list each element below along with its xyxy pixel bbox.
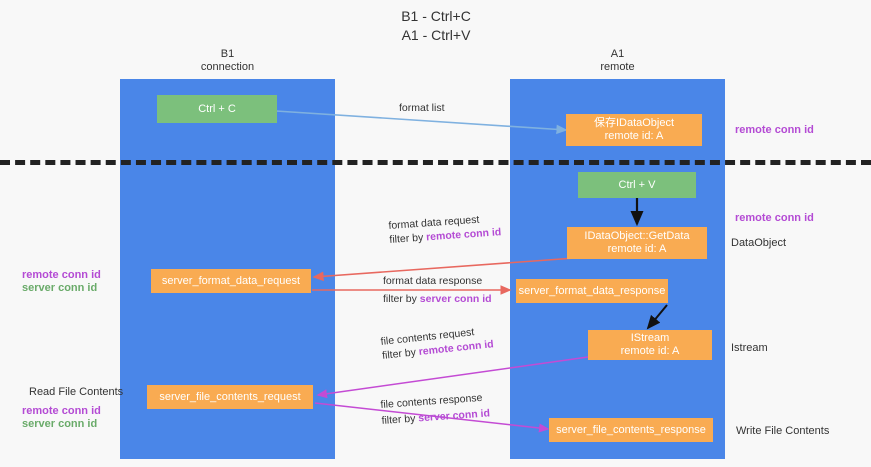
node-server-file-contents-response[interactable]: server_file_contents_response: [549, 418, 713, 442]
node-idataobject[interactable]: 保存IDataObject remote id: A: [566, 114, 702, 146]
side-label-dataobject: DataObject: [731, 237, 787, 249]
edge-label-format-data-response: format data response filter by server co…: [383, 274, 492, 306]
node-ctrl-v[interactable]: Ctrl + V: [578, 172, 696, 198]
node-istream-line2: remote id: A: [620, 345, 680, 357]
edge-label-format-data-response-line2: filter by server conn id: [383, 293, 492, 305]
node-idataobject-getdata[interactable]: IDataObject::GetData remote id: A: [567, 227, 707, 259]
phase-divider: [0, 160, 871, 165]
edge-label-format-data-request: format data request filter by remote con…: [388, 211, 502, 247]
side-label-remote-conn-id-top: remote conn id: [735, 124, 814, 136]
edge-label-file-contents-response: file contents response filter by server …: [380, 390, 490, 427]
side-label-remote-conn-id-mid: remote conn id: [735, 212, 814, 224]
node-server-format-data-response-label: server_format_data_response: [518, 284, 666, 297]
node-server-format-data-request[interactable]: server_format_data_request: [151, 269, 311, 293]
diagram-title: B1 - Ctrl+C A1 - Ctrl+V: [401, 8, 471, 43]
node-server-file-contents-request[interactable]: server_file_contents_request: [147, 385, 313, 409]
node-istream[interactable]: IStream remote id: A: [588, 330, 712, 360]
side-label-left-bottom-remote-conn-id: remote conn id: [22, 405, 101, 417]
node-idataobject-line1: 保存IDataObject: [593, 117, 675, 129]
side-label-left-remote-conn-id: remote conn id: [22, 269, 101, 281]
edge-label-file-contents-request: file contents request filter by remote c…: [380, 323, 494, 363]
side-label-istream: Istream: [731, 342, 768, 354]
side-label-read-file-contents: Read File Contents: [29, 386, 124, 398]
swimlane-title-a1: A1 remote: [600, 48, 635, 73]
node-ctrl-c-label: Ctrl + C: [198, 102, 236, 115]
node-getdata-line1: IDataObject::GetData: [584, 230, 690, 242]
edge-label-format-data-response-line1: format data response: [383, 275, 483, 287]
node-istream-line1: IStream: [630, 332, 670, 344]
side-label-write-file-contents: Write File Contents: [736, 425, 830, 437]
edge-label-format-list: format list: [399, 102, 445, 114]
node-server-format-data-request-label: server_format_data_request: [161, 274, 301, 287]
side-label-left-bottom-server-conn-id: server conn id: [22, 418, 98, 430]
side-label-left-server-conn-id: server conn id: [22, 282, 98, 294]
node-getdata-line2: remote id: A: [607, 243, 667, 255]
node-ctrl-v-label: Ctrl + V: [618, 178, 656, 191]
node-ctrl-c[interactable]: Ctrl + C: [157, 95, 277, 123]
node-server-file-contents-request-label: server_file_contents_request: [159, 390, 301, 403]
node-server-format-data-response[interactable]: server_format_data_response: [516, 279, 668, 303]
swimlane-title-b1: B1 connection: [200, 48, 255, 73]
node-server-file-contents-response-label: server_file_contents_response: [556, 423, 706, 436]
node-idataobject-line2: remote id: A: [604, 130, 664, 142]
